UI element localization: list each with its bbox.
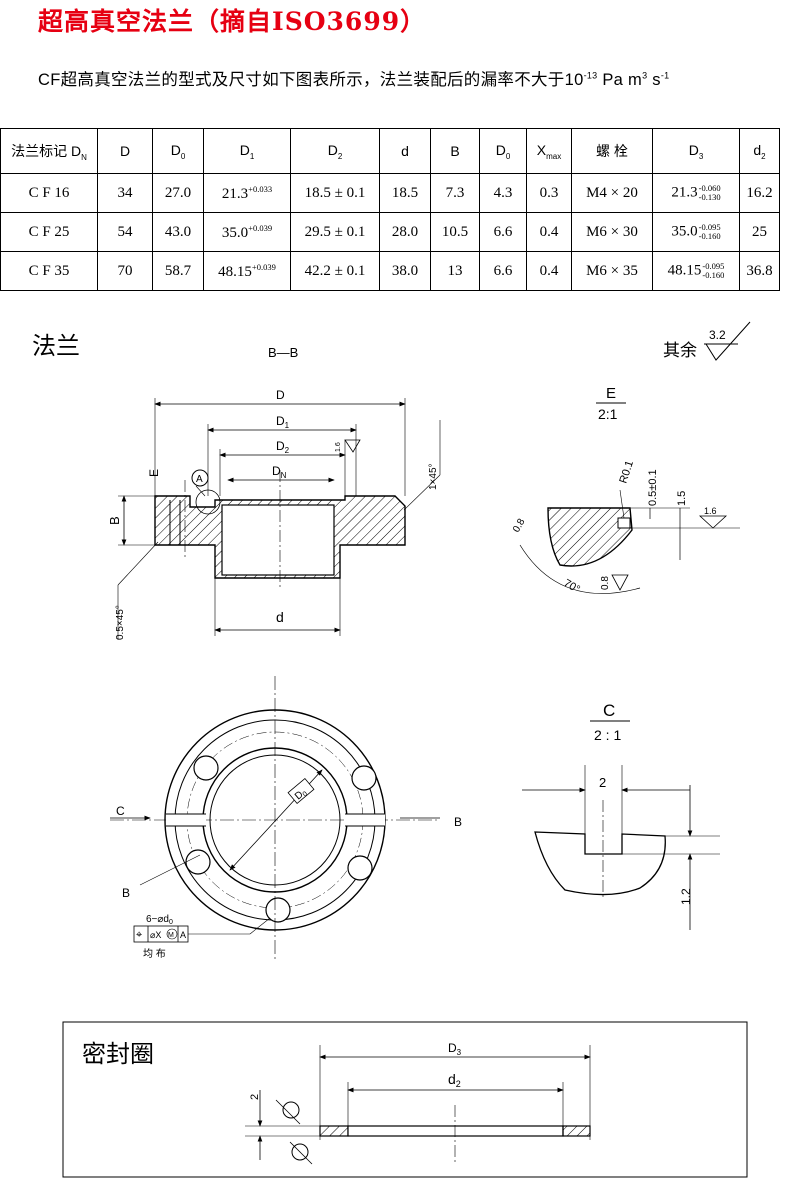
- cell-B: 10.5: [430, 212, 480, 252]
- svg-text:2:1: 2:1: [598, 406, 618, 422]
- cell-mark: C F 35: [0, 251, 98, 291]
- svg-text:其余: 其余: [663, 341, 697, 360]
- cell-d: 28.0: [379, 212, 431, 252]
- evenly-distributed-note: 均 布: [143, 948, 166, 960]
- intro-text: CF超高真空法兰的型式及尺寸如下图表所示，法兰装配后的漏率不大于10-13 Pa…: [38, 70, 670, 90]
- flange-heading: 法兰: [32, 333, 80, 360]
- cell-mark: C F 16: [0, 173, 98, 213]
- seal-d2-label: d2: [448, 1071, 461, 1089]
- dim-D-label: D: [276, 388, 285, 402]
- table-header-row: 法兰标记 DN D D0 D1 D2 d B D0 Xmax 螺 栓 D3 d2: [0, 128, 780, 174]
- detail-e-view: E 2:1 R0.1 0.5±0.1 1.5 1.6 0.8 70° 0.8: [511, 385, 740, 596]
- dim-B-label: B: [107, 516, 122, 525]
- table-row: C F 35 70 58.7 48.15+0.039 42.2 ± 0.1 38…: [0, 251, 780, 291]
- dim-2-label: 2: [599, 775, 606, 790]
- col-header: d: [379, 128, 431, 174]
- svg-text:1.6: 1.6: [335, 442, 342, 452]
- svg-text:⌀X: ⌀X: [150, 930, 161, 940]
- leader-b-label: B: [122, 886, 130, 900]
- label-E: E: [147, 469, 161, 477]
- section-b-marker: B: [454, 815, 462, 829]
- cell-D2: 18.5 ± 0.1: [290, 173, 380, 213]
- seal-2-label: 2: [249, 1094, 261, 1100]
- svg-text:1.6: 1.6: [704, 506, 717, 516]
- cell-D3: 48.15-0.095-0.160: [652, 251, 740, 291]
- svg-text:B—B: B—B: [268, 345, 298, 360]
- cell-D3: 21.3-0.060-0.130: [652, 173, 740, 213]
- svg-text:E: E: [606, 385, 616, 402]
- col-header: 法兰标记 DN: [0, 128, 98, 174]
- cell-D2: 29.5 ± 0.1: [290, 212, 380, 252]
- cell-bolt: M4 × 20: [571, 173, 653, 213]
- svg-text:0.8: 0.8: [511, 517, 528, 535]
- table-row: C F 25 54 43.0 35.0+0.039 29.5 ± 0.1 28.…: [0, 212, 780, 252]
- section-c-marker: C: [116, 804, 125, 818]
- col-header: D0: [152, 128, 204, 174]
- cell-D: 34: [97, 173, 153, 213]
- cell-B: 7.3: [430, 173, 480, 213]
- dim-d-label: d: [276, 609, 284, 625]
- datum-A-label: A: [196, 474, 203, 485]
- holes-note: 6−⌀d0: [146, 914, 173, 926]
- dim-D2-label: D2: [276, 439, 290, 455]
- seal-D3-label: D3: [448, 1041, 462, 1057]
- cell-d2: 16.2: [739, 173, 780, 213]
- col-header: D0: [479, 128, 527, 174]
- cell-D2: 42.2 ± 0.1: [290, 251, 380, 291]
- seal-ring-heading: 密封圈: [82, 1041, 154, 1068]
- col-header: 螺 栓: [571, 128, 653, 174]
- svg-text:2 : 1: 2 : 1: [594, 727, 621, 743]
- col-header: Xmax: [526, 128, 572, 174]
- cell-Do: 6.6: [479, 251, 527, 291]
- angle-70-label: 70°: [562, 577, 582, 596]
- cell-X: 0.4: [526, 251, 572, 291]
- svg-text:3.2: 3.2: [709, 328, 726, 342]
- radius-r01-label: R0.1: [617, 459, 636, 485]
- table-row: C F 16 34 27.0 21.3+0.033 18.5 ± 0.1 18.…: [0, 173, 780, 213]
- dim-15-label: 1.5: [676, 491, 688, 506]
- cell-D3: 35.0-0.095-0.160: [652, 212, 740, 252]
- dimension-table: 法兰标记 DN D D0 D1 D2 d B D0 Xmax 螺 栓 D3 d2…: [0, 128, 780, 291]
- dim-05-label: 0.5±0.1: [647, 469, 659, 506]
- cell-X: 0.3: [526, 173, 572, 213]
- cell-d2: 25: [739, 212, 780, 252]
- detail-c-view: C 2 : 1 2 1.2: [522, 701, 720, 930]
- page-title: 超高真空法兰（摘自ISO3699）: [38, 7, 427, 36]
- chamfer-1x45-label: 1×45°: [428, 463, 439, 490]
- cell-D: 70: [97, 251, 153, 291]
- dim-12-label: 1.2: [679, 888, 693, 905]
- cell-B: 13: [430, 251, 480, 291]
- svg-text:C: C: [603, 701, 615, 720]
- cell-D0: 58.7: [152, 251, 204, 291]
- seal-ring-panel: D3 d2 2: [62, 1021, 748, 1178]
- cell-D0: 27.0: [152, 173, 204, 213]
- dim-DN-label: DN: [272, 464, 287, 480]
- section-bb-view: B—B D D1 D2 1.6 DN B d: [107, 345, 441, 640]
- cell-d2: 36.8: [739, 251, 780, 291]
- plan-view: C B D0 B 6−⌀d0 ⌖ ⌀X M A 均 布: [110, 676, 462, 960]
- svg-text:0.8: 0.8: [600, 576, 611, 590]
- general-roughness-note: 其余 3.2: [663, 321, 751, 361]
- dim-D1-label: D1: [276, 414, 290, 430]
- col-header: D2: [290, 128, 380, 174]
- cell-mark: C F 25: [0, 212, 98, 252]
- cell-D1: 48.15+0.039: [203, 251, 291, 291]
- svg-text:M: M: [168, 932, 174, 939]
- svg-text:⌖: ⌖: [136, 929, 142, 941]
- cell-Do: 6.6: [479, 212, 527, 252]
- chamfer-05x45-label: 0.5×45°: [115, 605, 126, 640]
- svg-text:A: A: [180, 930, 186, 940]
- cell-d: 18.5: [379, 173, 431, 213]
- cell-D1: 35.0+0.039: [203, 212, 291, 252]
- dim-D0-label: D0: [293, 787, 309, 803]
